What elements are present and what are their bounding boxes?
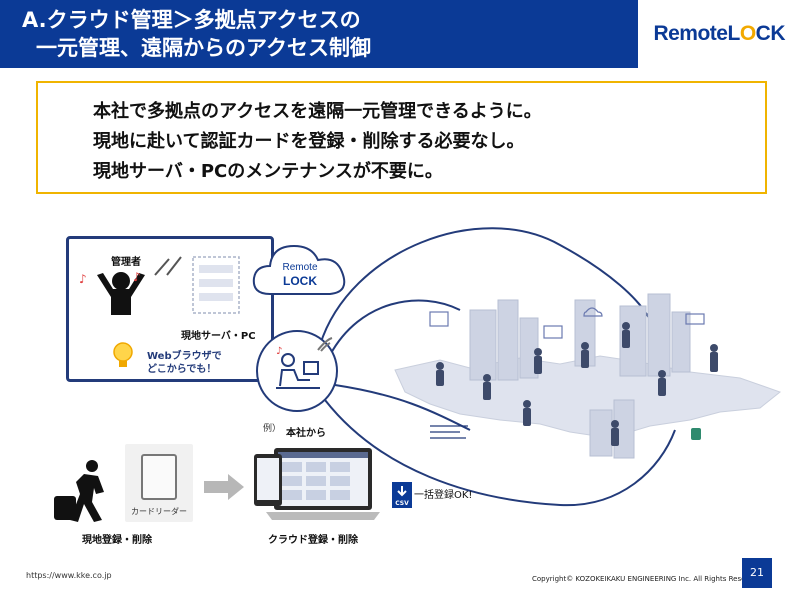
cloud-label-line-2: LOCK bbox=[283, 274, 317, 288]
title-line-2: 一元管理、遠隔からのアクセス制御 bbox=[36, 36, 371, 60]
card-reader-label: カードリーダー bbox=[131, 507, 187, 516]
server-pc-icon bbox=[192, 256, 240, 314]
benefit-line-2: 現地に赴いて認証カードを登録・削除する必要なし。 bbox=[93, 131, 525, 152]
cloud-register-label: クラウド登録・削除 bbox=[268, 535, 358, 546]
example-label: 例） bbox=[263, 424, 282, 434]
logo-o: O bbox=[739, 22, 756, 45]
browser-label-line-1: Webブラウザで bbox=[147, 351, 222, 362]
logo-prefix: Remote bbox=[653, 22, 728, 45]
remotelock-cloud: Remote LOCK bbox=[250, 236, 350, 302]
benefits-callout: 本社で多拠点のアクセスを遠隔一元管理できるように。 現地に赴いて認証カードを登録… bbox=[36, 81, 767, 194]
browser-label-line-2: どこからでも！ bbox=[147, 364, 217, 375]
traveler-icon bbox=[54, 460, 104, 522]
hq-bubble: ♪ bbox=[256, 330, 338, 412]
card-reader-box: カードリーダー bbox=[125, 444, 193, 522]
music-notes-icon: ♪ ♪ bbox=[79, 270, 141, 286]
svg-text:♪: ♪ bbox=[79, 272, 87, 286]
logo-suffix: CK bbox=[755, 22, 786, 45]
page-number: 21 bbox=[742, 558, 772, 588]
lightbulb-icon bbox=[113, 342, 133, 367]
csv-label: CSV bbox=[395, 500, 409, 507]
admin-person-icon bbox=[97, 272, 145, 315]
hq-label: 本社から bbox=[286, 428, 326, 439]
benefit-line-1: 本社で多拠点のアクセスを遠隔一元管理できるように。 bbox=[93, 101, 542, 122]
remotelock-logo: RemoteLOCK bbox=[653, 22, 785, 46]
svg-text:♪: ♪ bbox=[133, 270, 141, 284]
admin-panel: ♪ ♪ 管理者 現地サーバ・PC Webブラウザで どこからでも！ bbox=[66, 236, 274, 382]
header-bar: A.クラウド管理＞多拠点アクセスの 一元管理、遠隔からのアクセス制御 Remot… bbox=[0, 0, 803, 68]
svg-text:♪: ♪ bbox=[276, 346, 282, 357]
title-line-1: A.クラウド管理＞多拠点アクセスの bbox=[22, 8, 361, 32]
logo-l: L bbox=[727, 22, 740, 45]
desk-worker-icon: ♪ bbox=[276, 346, 320, 389]
slide-title: A.クラウド管理＞多拠点アクセスの 一元管理、遠隔からのアクセス制御 bbox=[22, 6, 371, 62]
csv-file-icon bbox=[392, 482, 412, 508]
server-label: 現地サーバ・PC bbox=[181, 331, 256, 342]
cloud-label-line-1: Remote bbox=[282, 262, 318, 273]
wifi-icon bbox=[317, 337, 333, 352]
cloud-icon bbox=[252, 244, 346, 295]
laptop-tablet-icon bbox=[254, 448, 380, 520]
right-arrow-icon bbox=[204, 474, 244, 500]
card-reader-device-icon bbox=[141, 454, 177, 500]
footer-url[interactable]: https://www.kke.co.jp bbox=[26, 571, 112, 580]
bulk-register-label: 一括登録OK! bbox=[414, 490, 473, 501]
benefit-line-3: 現地サーバ・PCのメンテナンスが不要に。 bbox=[93, 161, 443, 182]
logo-area: RemoteLOCK bbox=[638, 0, 803, 68]
footer-copyright: Copyright© KOZOKEIKAKU ENGINEERING Inc. … bbox=[532, 575, 764, 583]
onsite-register-label: 現地登録・削除 bbox=[82, 535, 152, 546]
tools-icon bbox=[154, 256, 182, 276]
admin-label: 管理者 bbox=[111, 257, 141, 268]
